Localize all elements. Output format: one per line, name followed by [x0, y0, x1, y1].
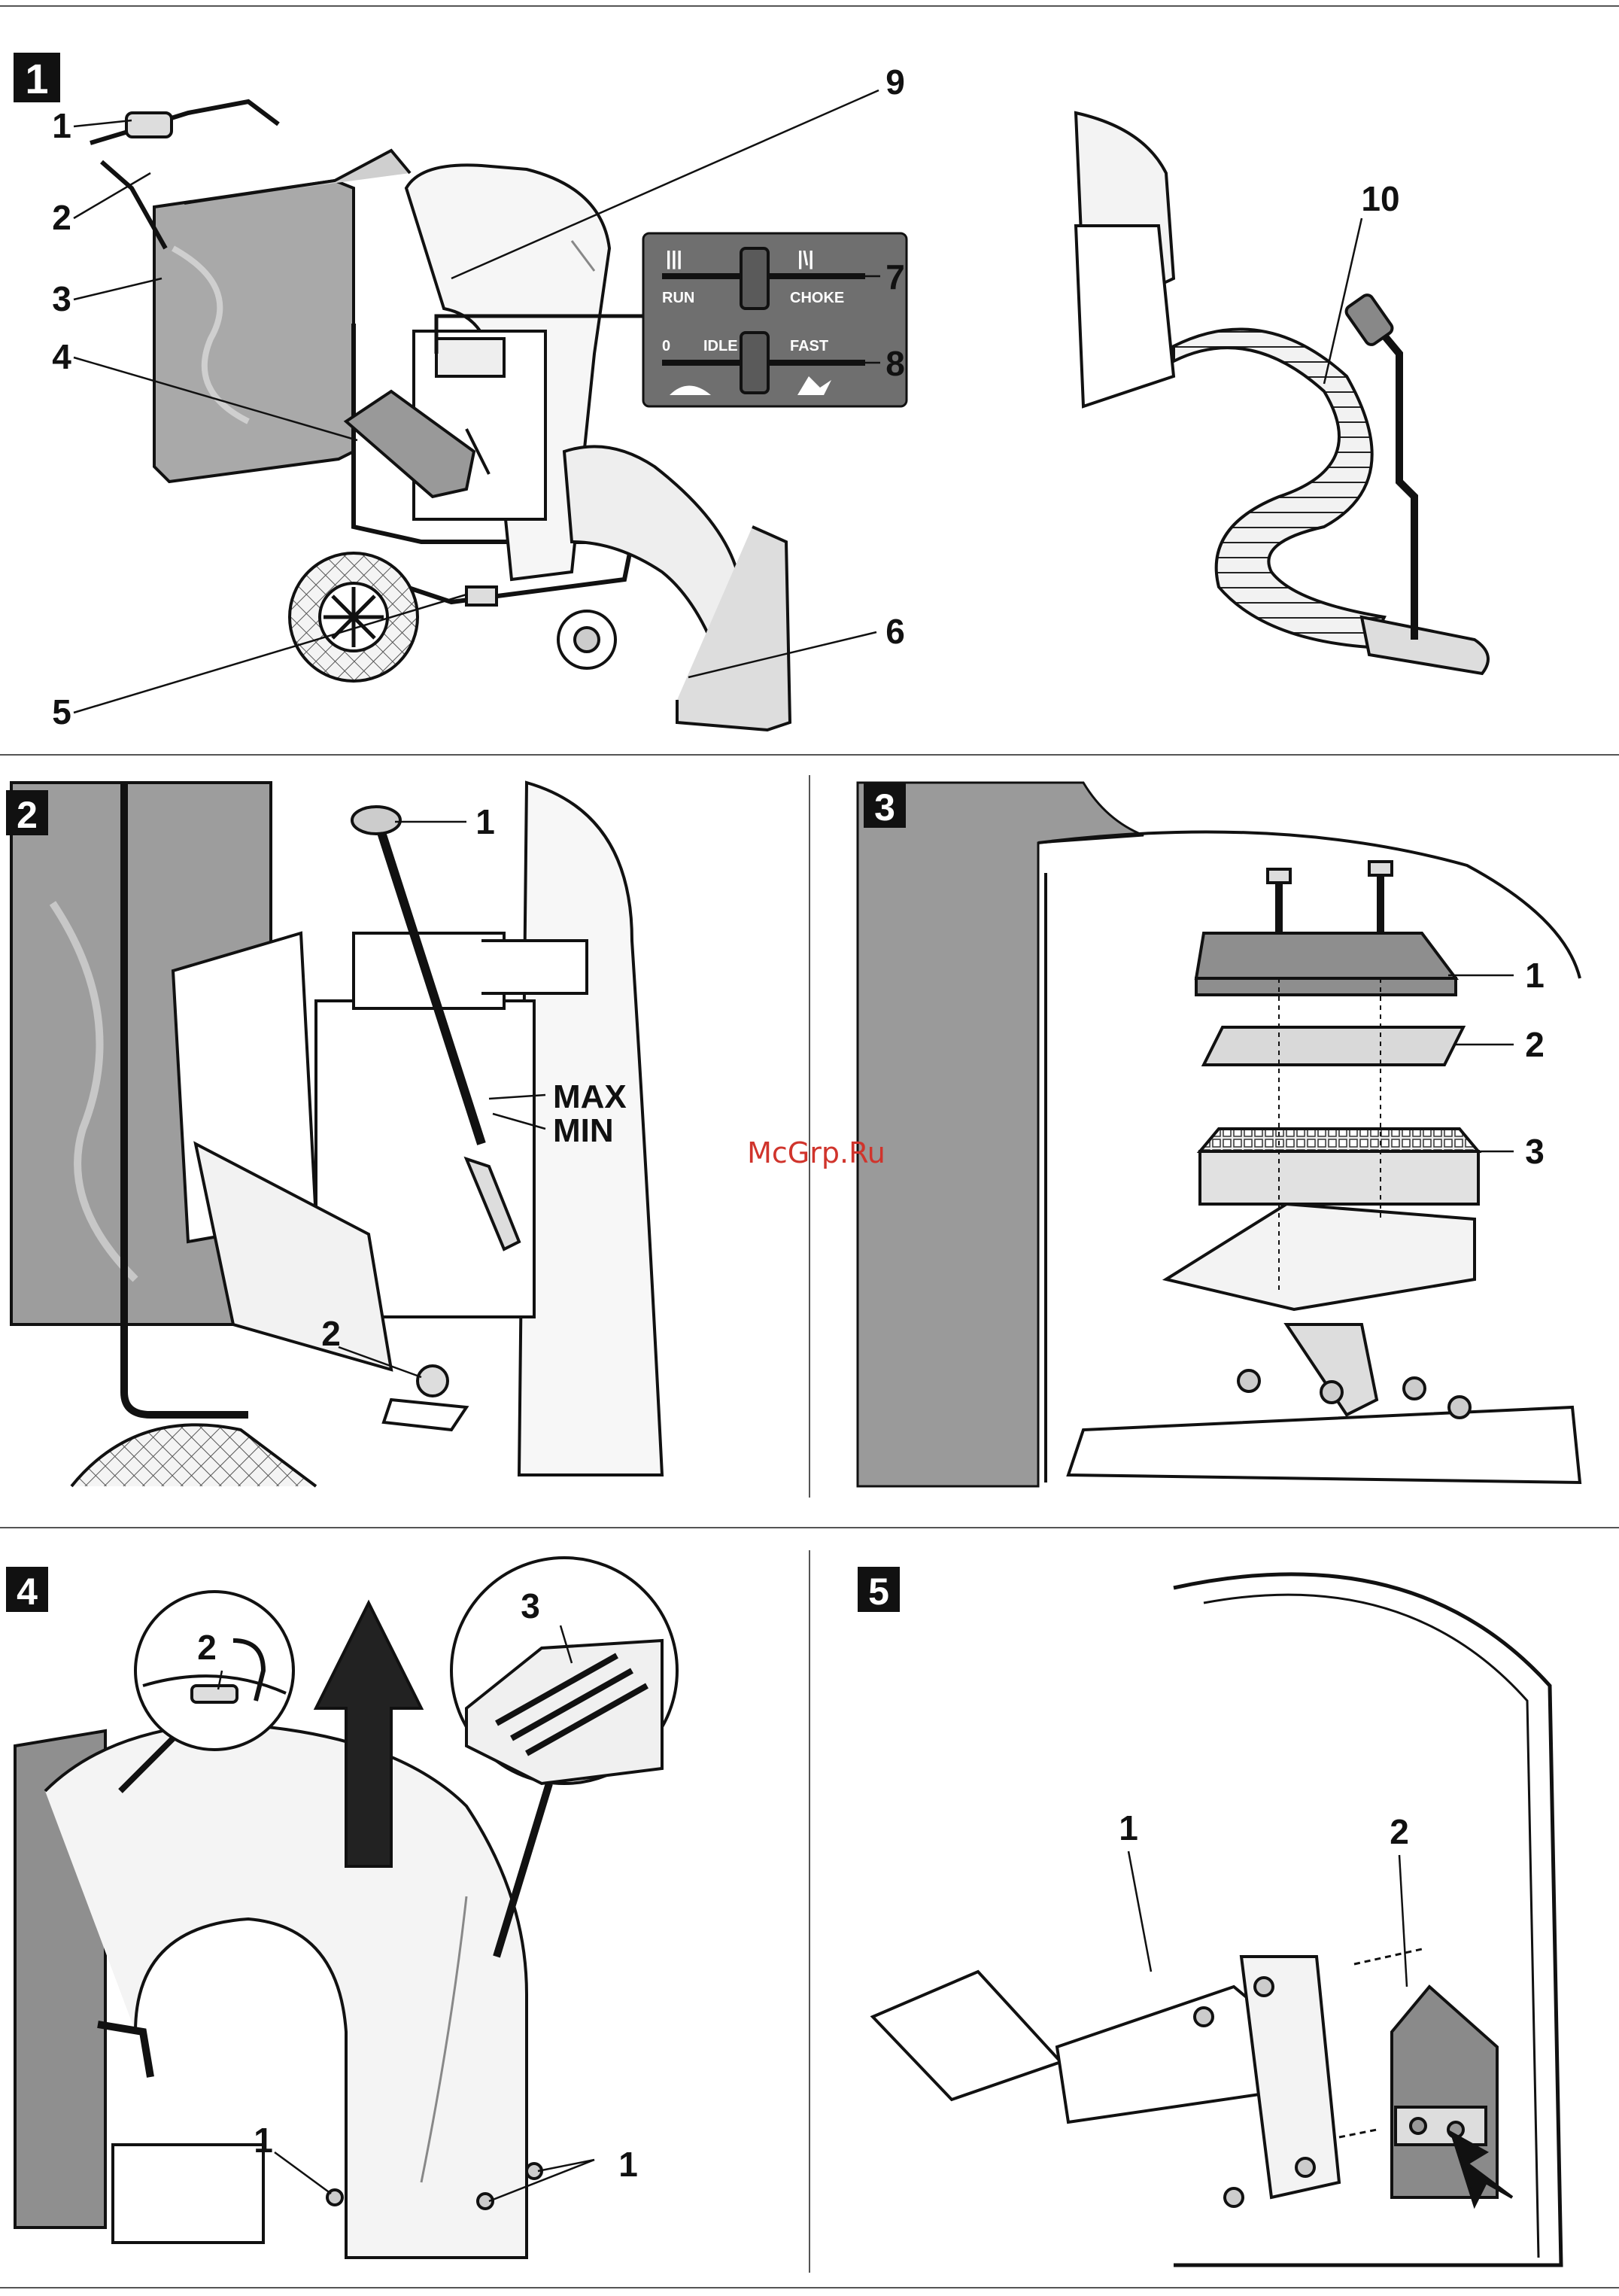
bolt-a — [1238, 1370, 1259, 1391]
leader-1-2 — [74, 173, 150, 218]
loose-nut-1 — [1195, 2008, 1213, 2026]
callout-1-2: 2 — [52, 198, 71, 237]
retaining-clip[interactable] — [192, 1686, 237, 1702]
wheel-spokes — [323, 587, 384, 647]
filter-element-top — [1200, 1129, 1478, 1151]
callout-1-3: 3 — [52, 279, 71, 318]
fit-line-2 — [1339, 2130, 1377, 2137]
callout-4-1b: 1 — [618, 2145, 638, 2184]
handle-lever — [126, 113, 172, 137]
callout-3-2: 2 — [1525, 1025, 1545, 1064]
figure-2: 2 1 2 MAX MIN — [0, 779, 711, 1486]
caster-hub — [575, 628, 599, 652]
flange-nut-bottom[interactable] — [1296, 2158, 1314, 2176]
dipstick-min-label: MIN — [553, 1112, 614, 1149]
leaf-vacuum-machine — [90, 102, 790, 730]
leader-5-2 — [1399, 1855, 1407, 1987]
air-filter-cover-lip — [1196, 978, 1456, 995]
loose-nut-2 — [1225, 2188, 1243, 2206]
extension-hose — [1174, 330, 1384, 648]
figure-3: 3 1 2 3 — [858, 783, 1580, 1486]
callout-4-1a: 1 — [254, 2121, 273, 2160]
knife-bolt-1[interactable] — [1411, 2118, 1426, 2133]
callout-1-8: 8 — [885, 344, 905, 383]
air-filter-cover[interactable] — [1196, 933, 1456, 978]
callout-1-5: 5 — [52, 692, 71, 731]
chipper-knife-mount — [1392, 1987, 1497, 2197]
figure-4-number: 4 — [17, 1571, 38, 1613]
pre-filter[interactable] — [1204, 1027, 1463, 1065]
callout-3-3: 3 — [1525, 1132, 1545, 1171]
filter-element[interactable] — [1200, 1151, 1478, 1204]
chute-mouth[interactable] — [873, 1972, 1061, 2100]
throttle-stop-label: 0 — [662, 338, 670, 354]
figure-5-number: 5 — [868, 1571, 889, 1613]
choke-run-label: RUN — [662, 290, 694, 306]
callout-1-1: 1 — [52, 106, 71, 145]
detail-leader-right — [497, 1784, 549, 1957]
callout-4-3: 3 — [521, 1586, 540, 1625]
bolt-b — [1321, 1382, 1342, 1403]
tank-grille — [481, 941, 587, 993]
bolt-c — [1404, 1378, 1425, 1399]
detail-circle-clip — [135, 1592, 293, 1750]
bolt-d — [1449, 1397, 1470, 1418]
leader-5-1 — [1128, 1851, 1151, 1972]
callout-1-9: 9 — [885, 62, 905, 102]
cover-screw-2-head — [1369, 862, 1392, 875]
fan-housing-ring — [1174, 1574, 1561, 2265]
callout-2-2: 2 — [321, 1314, 341, 1353]
callout-1-10: 10 — [1361, 179, 1399, 218]
callout-5-1: 1 — [1119, 1808, 1138, 1847]
leader-1-3 — [74, 278, 162, 300]
choke-open-icon: ||| — [666, 247, 682, 269]
choke-closed-icon: |\| — [797, 247, 814, 269]
callout-2-1: 1 — [475, 802, 495, 841]
callout-4-2: 2 — [197, 1628, 217, 1667]
flange-nut-top[interactable] — [1255, 1978, 1273, 1996]
fit-line-1 — [1354, 1949, 1422, 1964]
dipstick-cap[interactable] — [352, 807, 400, 834]
hose-attachment — [1076, 113, 1488, 674]
control-panel-plate — [643, 233, 907, 406]
figure-4: 4 — [6, 1558, 677, 2258]
figure-2-number: 2 — [17, 794, 38, 836]
air-filter-cover — [436, 339, 504, 376]
leader-1-1 — [74, 120, 132, 126]
callout-1-4: 4 — [52, 337, 71, 376]
callout-3-1: 1 — [1525, 956, 1545, 995]
handle-tube — [102, 162, 166, 248]
callout-1-7: 7 — [885, 257, 905, 297]
leader-4-1b — [538, 2160, 594, 2171]
callout-5-2: 2 — [1390, 1812, 1409, 1851]
choke-choke-label: CHOKE — [790, 290, 844, 306]
engine-top-fig4 — [113, 2145, 263, 2243]
height-adjust-lever — [466, 587, 497, 605]
choke-lever[interactable] — [741, 248, 768, 309]
watermark: McGrp.Ru — [747, 1136, 885, 1169]
chute-tube[interactable] — [1057, 1987, 1279, 2122]
callout-1-6: 6 — [885, 612, 905, 651]
collection-bag — [154, 181, 354, 482]
figure-1: 1 — [14, 53, 1488, 731]
throttle-lever[interactable] — [741, 333, 768, 393]
throttle-idle-label: IDLE — [703, 338, 738, 354]
leader-4-1a — [275, 2152, 331, 2194]
figure-1-number: 1 — [25, 55, 48, 102]
throttle-fast-label: FAST — [790, 338, 828, 354]
figure-3-number: 3 — [874, 786, 895, 829]
oil-drain-plug[interactable] — [418, 1366, 448, 1396]
dipstick-max-label: MAX — [553, 1078, 627, 1115]
engine-cutaway — [1076, 226, 1174, 406]
figure-5: 5 — [858, 1567, 1561, 2265]
hose-nozzle — [1362, 617, 1488, 674]
cover-screw-1-head — [1268, 869, 1290, 883]
